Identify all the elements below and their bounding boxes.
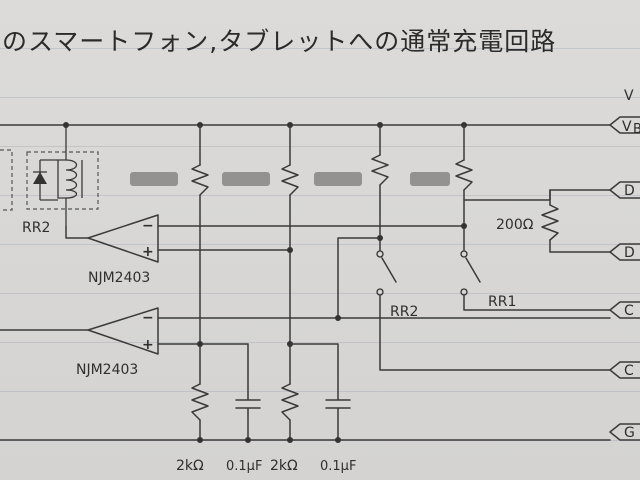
resistor-4: [455, 159, 473, 191]
resistor-200ohm: [541, 204, 559, 241]
connector-dminus-label: D: [624, 245, 635, 261]
junction: [335, 315, 341, 321]
wire-200ohm: [549, 189, 611, 253]
junction: [197, 341, 203, 347]
relay-diode: [33, 160, 47, 200]
opamp-lower-label: NJM2403: [76, 362, 138, 378]
opamp-upper-minus: −: [142, 218, 154, 234]
coil-to-opamp-wire: [65, 225, 89, 239]
junction: [197, 437, 203, 443]
connector-dminus: [609, 243, 640, 261]
relay-rr2-switch: [376, 250, 611, 371]
wire-380-to-338: [337, 237, 381, 319]
connector-c1-label: C: [624, 303, 634, 319]
relay-rr2-switch-label: RR2: [390, 304, 418, 320]
connector-c2-label: C: [624, 363, 634, 379]
resistor-200ohm-label: 200Ω: [496, 217, 534, 233]
relay-rr2-label: RR2: [22, 220, 50, 236]
opamp-lower: [87, 307, 159, 355]
relay-rr2-box: [26, 151, 99, 210]
resistor-2k-2: [281, 383, 299, 421]
redacted-value: [130, 172, 178, 186]
junction: [287, 247, 293, 253]
opamp-lower-minus: −: [142, 310, 154, 326]
connector-dplus-label: D: [624, 183, 635, 199]
relay-rr1-switch-label: RR1: [488, 294, 516, 310]
junction: [335, 437, 341, 443]
relay-rr1-switch: [460, 250, 611, 311]
resistor-3: [371, 154, 389, 186]
resistor-2k-2-label: 2kΩ: [270, 458, 298, 474]
wire-dplus: [463, 189, 611, 201]
capacitor-2-label: 0.1μF: [320, 459, 356, 474]
capacitor-2: [289, 343, 351, 441]
opamp-lower-plus: +: [142, 337, 154, 353]
connector-dplus: [609, 181, 640, 199]
redacted-value: [410, 172, 450, 186]
page-title: のスマートフォン,タブレットへの通常充電回路: [2, 27, 557, 56]
resistor-2k-1: [191, 383, 209, 421]
connector-gnd: [609, 423, 640, 441]
connector-c1: [609, 301, 640, 319]
connector-vbus-sub: B: [633, 122, 640, 137]
redacted-value: [314, 172, 362, 186]
junction: [287, 437, 293, 443]
redacted-value: [222, 172, 270, 186]
connector-vbus-label: V: [622, 119, 632, 135]
opamp-upper-label: NJM2403: [88, 270, 150, 286]
capacitor-1-label: 0.1μF: [226, 459, 262, 474]
connector-gnd-label: G: [624, 425, 635, 441]
connector-vbus-label-top: V: [624, 88, 634, 104]
resistor-1: [191, 164, 209, 196]
opamp-upper-plus: +: [142, 244, 154, 260]
capacitor-1: [235, 343, 261, 441]
connector-vbus: [609, 116, 640, 134]
resistor-2k-1-label: 2kΩ: [176, 458, 204, 474]
resistor-2: [281, 164, 299, 196]
junction: [63, 122, 69, 128]
relay-coil: [40, 125, 83, 226]
junction: [245, 437, 251, 443]
left-dashed-box: [0, 149, 13, 211]
junction: [461, 223, 467, 229]
connector-c2: [609, 361, 640, 379]
opamp-upper: [87, 214, 159, 263]
